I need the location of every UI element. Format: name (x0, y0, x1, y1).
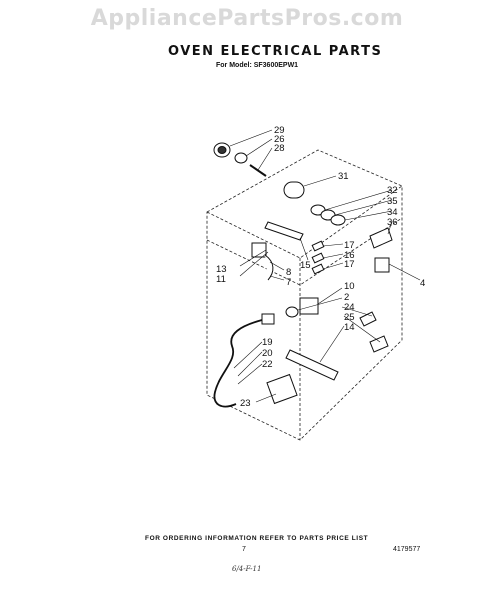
callout-8: 8 (286, 267, 291, 278)
shaft-part (249, 164, 267, 177)
clip-16 (311, 252, 325, 264)
callout-16: 16 (344, 250, 355, 261)
heating-element-14 (285, 349, 339, 381)
cabinet-inner-edge (206, 185, 403, 259)
clip-17b (311, 263, 325, 275)
page-number: 7 (242, 546, 246, 553)
handwritten-note: 6/4-F-11 (232, 565, 262, 573)
wire-8 (264, 254, 274, 281)
switch-10 (299, 297, 319, 315)
callout-26: 26 (274, 134, 285, 145)
connector-2 (285, 306, 299, 318)
power-cord (213, 319, 263, 408)
callout-36: 36 (387, 217, 398, 228)
document-number: 4179577 (393, 546, 421, 553)
callout-11: 11 (216, 274, 226, 285)
ring-34 (330, 214, 346, 226)
ordering-info: FOR ORDERING INFORMATION REFER TO PARTS … (145, 535, 369, 542)
callout-10: 10 (344, 281, 355, 292)
callout-4: 4 (420, 278, 425, 289)
callout-2: 2 (344, 292, 349, 303)
watermark: AppliancePartsPros.com (90, 6, 404, 31)
callout-34: 34 (387, 207, 398, 218)
callout-15: 15 (300, 260, 311, 271)
model-line: For Model: SF3600EPW1 (216, 62, 299, 69)
callout-23: 23 (240, 398, 251, 409)
terminal-24 (359, 311, 377, 327)
relay-4 (374, 257, 390, 273)
callout-22: 22 (262, 359, 273, 370)
callout-32: 32 (387, 185, 398, 196)
cabinet-outline (206, 149, 403, 441)
knob-inner (217, 146, 227, 154)
callout-29: 29 (274, 125, 285, 136)
callout-7: 7 (286, 277, 291, 288)
element-15 (264, 221, 304, 241)
callout-20: 20 (262, 348, 273, 359)
callout-31: 31 (338, 171, 349, 182)
callout-24: 24 (344, 302, 355, 313)
plug (261, 313, 275, 325)
callout-13: 13 (216, 264, 227, 275)
callout-28: 28 (274, 143, 285, 154)
control-panel-line (206, 217, 403, 286)
switch-13 (251, 242, 267, 258)
callout-35: 35 (387, 196, 398, 207)
plate-23 (266, 373, 298, 405)
light-socket (283, 181, 305, 199)
callout-19: 19 (262, 337, 273, 348)
callout-17a: 17 (344, 240, 355, 251)
callout-17b: 17 (344, 259, 355, 270)
clip-17a (311, 240, 325, 252)
bezel-part (234, 152, 248, 164)
bracket-36 (369, 227, 393, 249)
callout-25: 25 (344, 312, 355, 323)
callout-14: 14 (344, 322, 355, 333)
terminal-25 (369, 335, 389, 353)
page-title: OVEN ELECTRICAL PARTS (168, 44, 383, 59)
